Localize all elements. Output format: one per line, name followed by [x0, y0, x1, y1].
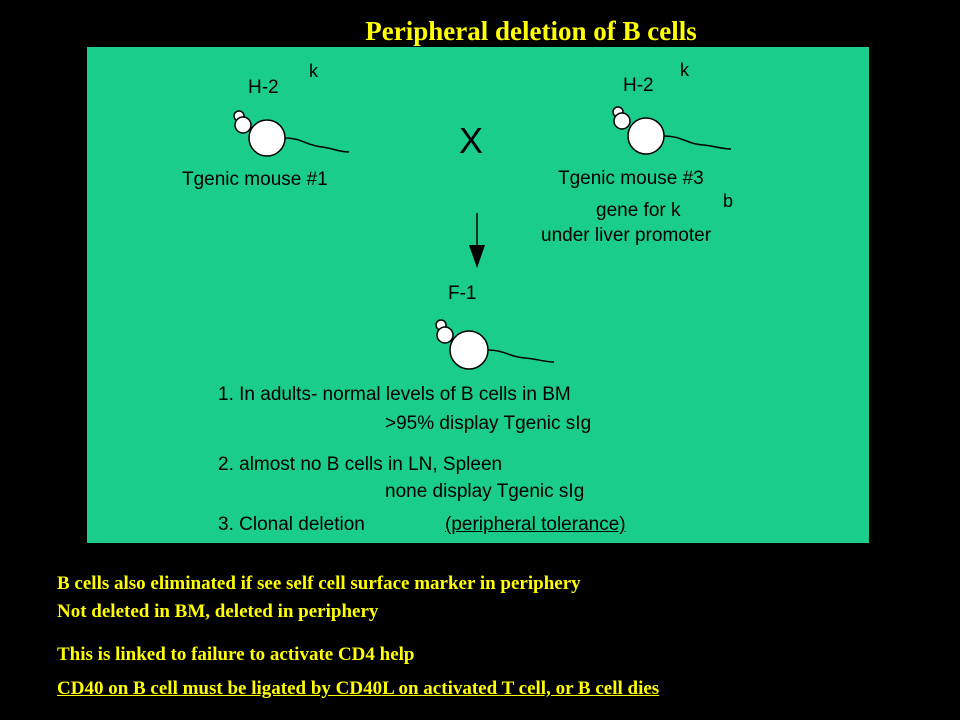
parent1-haplotype-superscript: k [309, 61, 318, 81]
parent2-promoter-line: under liver promoter [541, 225, 712, 246]
parent2-h2-label: H-2 [623, 75, 654, 96]
parent1-b-cell-icon [233, 110, 350, 157]
parent1-caption: Tgenic mouse #1 [182, 169, 328, 190]
footer-line-2: Not deleted in BM, deleted in periphery [57, 601, 379, 622]
diagram-panel: H-2 k Tgenic mouse #1 X H-2 k Tgenic mou… [87, 47, 869, 543]
parent2-haplotype-superscript: k [680, 60, 689, 80]
offspring-b-cell-icon [435, 319, 555, 370]
footer-line-4: CD40 on B cell must be ligated by CD40L … [57, 678, 660, 699]
parent2-gene-superscript: b [723, 191, 734, 211]
parent2-gene-line: gene for k [596, 200, 681, 221]
result-1-line: 1. In adults- normal levels of B cells i… [218, 384, 571, 405]
slide-title: Peripheral deletion of B cells [365, 16, 697, 46]
result-1-sub: >95% display Tgenic sIg [385, 413, 592, 434]
offspring-label: F-1 [448, 283, 477, 304]
result-3-note: (peripheral tolerance) [445, 514, 626, 535]
result-2-line: 2. almost no B cells in LN, Spleen [218, 454, 503, 475]
footer-line-1: B cells also eliminated if see self cell… [57, 573, 581, 594]
result-3-line: 3. Clonal deletion [218, 514, 365, 535]
parent2-caption: Tgenic mouse #3 [558, 168, 704, 189]
footer-line-3: This is linked to failure to activate CD… [57, 644, 415, 665]
result-2-sub: none display Tgenic sIg [385, 481, 585, 502]
arrow-down-icon [469, 213, 485, 268]
cross-symbol: X [459, 120, 484, 161]
parent1-h2-label: H-2 [248, 77, 279, 98]
parent2-b-cell-icon [612, 106, 732, 155]
